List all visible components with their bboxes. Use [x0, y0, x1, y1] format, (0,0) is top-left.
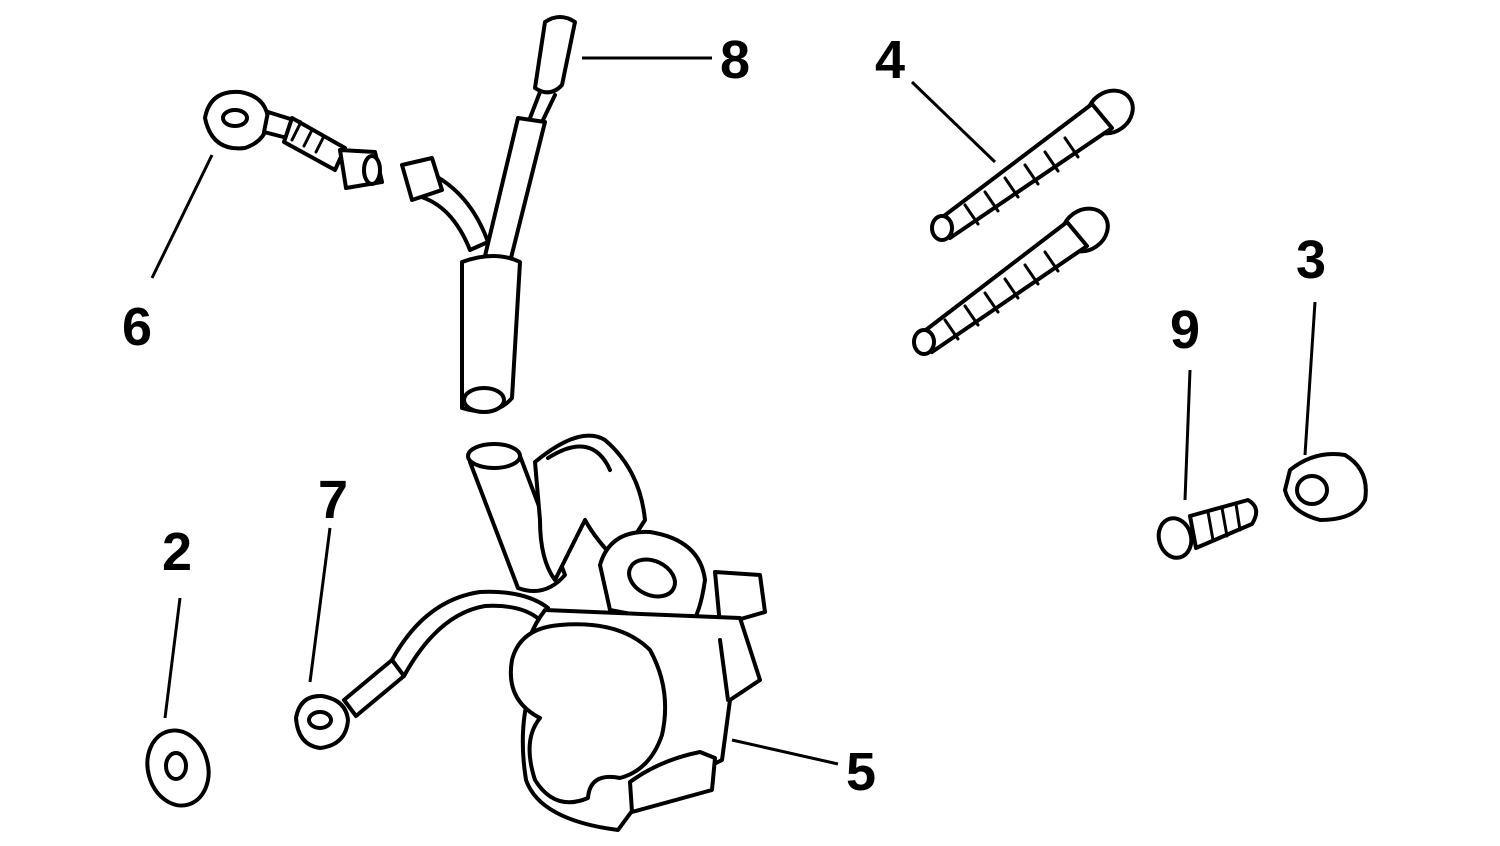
callout-8: 8 — [720, 30, 750, 90]
callout-7: 7 — [318, 470, 348, 530]
part-3-nut — [1283, 452, 1368, 522]
part-2-washer — [145, 728, 211, 808]
leader-9 — [1183, 369, 1192, 501]
leader-lines — [150, 56, 1317, 766]
callout-2: 2 — [162, 522, 192, 582]
leader-2 — [163, 597, 182, 719]
callout-6: 6 — [122, 297, 152, 357]
part-9-small-screw — [1156, 498, 1259, 560]
callout-9: 9 — [1170, 300, 1200, 360]
part-8-wire-harness — [400, 15, 577, 414]
part-7-ground-lead — [294, 589, 550, 750]
part-5-ignition-coil — [466, 433, 767, 832]
callout-labels: 8 4 6 3 9 7 2 5 — [122, 30, 1326, 802]
part-6-ring-terminal-lead — [203, 89, 384, 190]
part-4-screws — [912, 88, 1135, 356]
leader-6 — [150, 154, 214, 279]
leader-3 — [1303, 301, 1317, 456]
callout-5: 5 — [846, 742, 876, 802]
callout-3: 3 — [1296, 230, 1326, 290]
leader-7 — [308, 527, 332, 683]
leader-4 — [910, 80, 997, 164]
leader-5 — [731, 738, 839, 766]
callout-4: 4 — [875, 30, 905, 90]
